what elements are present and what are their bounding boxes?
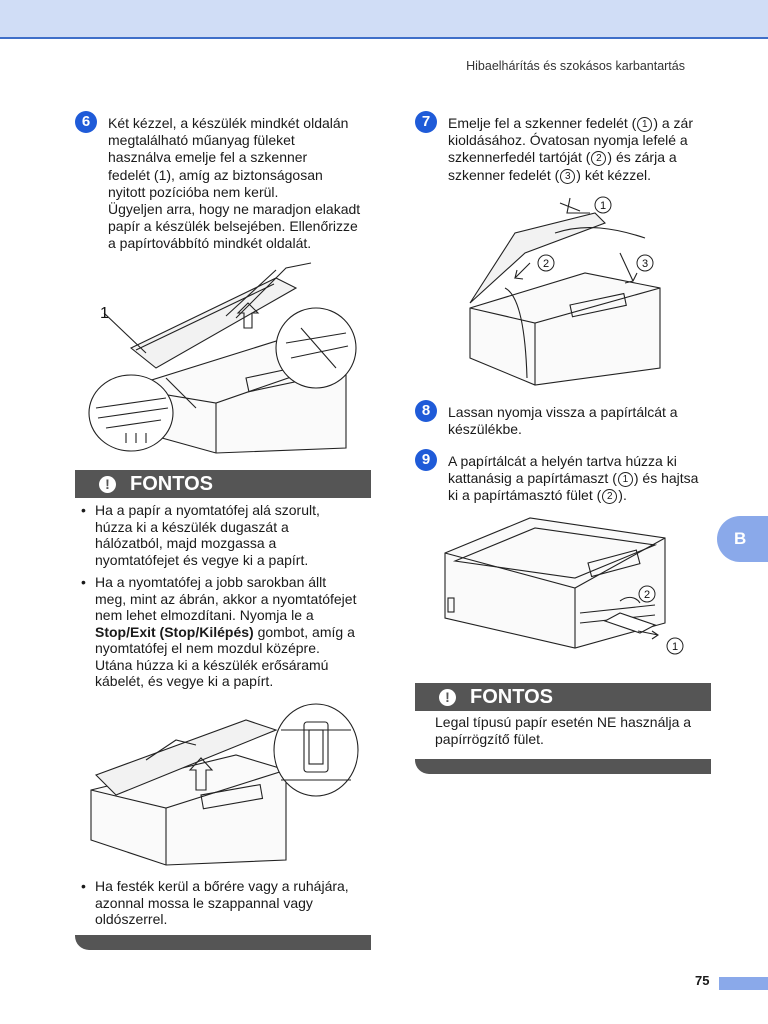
chapter-tab: B — [717, 516, 768, 562]
figure-7-callout-3: 3 — [642, 258, 648, 270]
stop-exit-key-label: Stop/Exit (Stop/Kilépés) — [95, 623, 254, 640]
fontos-notice-left: ! FONTOS Ha a papír a nyomtatófej alá sz… — [75, 470, 371, 696]
step-6-badge: 6 — [75, 111, 97, 133]
callout-1-symbol: 1 — [637, 117, 653, 132]
figure-paper-support: 2 1 — [444, 517, 684, 655]
step-9-line-3b: ). — [618, 487, 627, 504]
fontos-bullet-2-post: gombot, amíg a nyomtatófej el nem mozdul… — [95, 623, 355, 690]
callout-1-symbol: 1 — [617, 472, 633, 488]
top-band — [0, 0, 768, 39]
figure-7-callout-2: 2 — [543, 258, 549, 270]
step-7-line-4a: szkenner fedelét ( — [448, 166, 560, 183]
figure-6-callout: 1 — [100, 305, 109, 322]
fontos-bullet-2-pre: Ha a nyomtatófej a jobb sarokban állt me… — [95, 574, 357, 623]
figure-printhead — [90, 703, 359, 866]
step-9-text: A papírtálcát a helyén tartva húzza ki k… — [448, 453, 718, 505]
step-9-line-3a: ki a papírtámasztó fület ( — [448, 487, 602, 504]
step-7-line-1b: ) a zár — [653, 115, 694, 131]
fontos-title-right: FONTOS — [470, 686, 553, 708]
figure-9-callout-1: 1 — [672, 641, 678, 653]
fontos-bullet-1: Ha a papír a nyomtatófej alá szorult, hú… — [75, 502, 371, 568]
fontos-footer-left — [75, 935, 371, 950]
page-number-bar — [719, 977, 768, 990]
figure-close-scanner: 1 2 3 — [469, 196, 661, 386]
step-7-line-3b: ) és zárja a — [607, 149, 677, 166]
fontos-title-left: FONTOS — [130, 473, 213, 495]
fontos-footer-right — [415, 759, 711, 774]
exclamation-icon: ! — [439, 688, 456, 706]
step-9-badge: 9 — [415, 449, 437, 471]
fontos-text-right: Legal típusú papír esetén NE használja a… — [435, 714, 692, 747]
fontos-notice-right: ! FONTOS Legal típusú papír esetén NE ha… — [415, 683, 711, 774]
step-8-badge: 8 — [415, 400, 437, 422]
step-6-text: Két kézzel, a készülék mindkét oldalán m… — [108, 115, 361, 252]
step-7-text: Emelje fel a szkenner fedelét (1) a zár … — [448, 115, 718, 184]
fontos-header-left: ! FONTOS — [75, 470, 371, 498]
callout-2-symbol: 2 — [602, 489, 618, 505]
step-9-line-2a: kattanásig a papírtámaszt ( — [448, 470, 617, 487]
fontos-header-right: ! FONTOS — [415, 683, 711, 711]
running-header: Hibaelhárítás és szokásos karbantartás — [466, 59, 685, 73]
fontos-bullets-left-2: Ha festék kerül a bőrére vagy a ruhájára… — [75, 878, 371, 934]
step-7-line-3a: szkennerfedél tartóját ( — [448, 149, 591, 166]
step-7-badge: 7 — [415, 111, 437, 133]
step-7-line-4b: ) két kézzel. — [576, 166, 651, 183]
callout-2-symbol: 2 — [591, 151, 607, 167]
step-7-line-2: kioldásához. Óvatosan nyomja lefelé a — [448, 132, 688, 149]
page-number: 75 — [695, 973, 710, 988]
step-8-text: Lassan nyomja vissza a papírtálcát a kés… — [448, 404, 678, 438]
fontos-bullet-2: Ha a nyomtatófej a jobb sarokban állt me… — [75, 574, 371, 690]
figure-9-callout-2: 2 — [644, 589, 650, 601]
callout-3-symbol: 3 — [560, 168, 576, 184]
step-9-line-2b: ) és hajtsa — [633, 470, 699, 487]
step-9-line-1: A papírtálcát a helyén tartva húzza ki — [448, 453, 677, 469]
fontos-bullets-left: Ha a papír a nyomtatófej alá szorult, hú… — [75, 502, 371, 690]
exclamation-icon: ! — [99, 475, 116, 493]
fontos-bullet-3: Ha festék kerül a bőrére vagy a ruhájára… — [75, 878, 371, 928]
figure-7-callout-1: 1 — [600, 200, 606, 212]
figure-scanner-open: 1 — [88, 262, 357, 454]
step-7-line-1a: Emelje fel a szkenner fedelét ( — [448, 115, 637, 131]
